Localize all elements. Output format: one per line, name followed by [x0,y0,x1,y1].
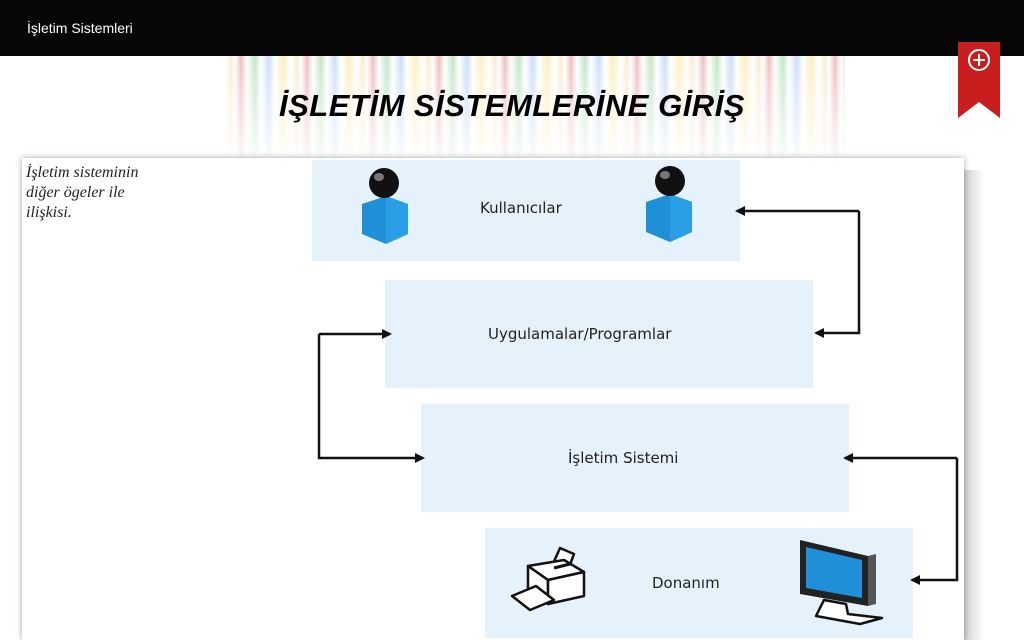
slide-title: İŞLETİM SİSTEMLERİNE GİRİŞ [279,88,745,123]
top-bar: İşletim Sistemleri [0,0,1024,56]
diagram-caption: İşletim sisteminin diğer ögeler ile iliş… [26,164,139,221]
user-icon [362,168,408,244]
apps-label: Uygulamalar/Programlar [488,325,672,343]
header-title: İşletim Sistemleri [27,20,133,36]
panel-shadow [964,170,984,640]
university-logo-ribbon [958,42,1000,118]
apps-layer-box [385,280,813,388]
os-label: İşletim Sistemi [568,449,679,467]
hardware-label: Donanım [652,574,720,592]
decorative-stripes [225,56,845,160]
users-label: Kullanıcılar [480,199,562,217]
monitor-icon [800,540,884,626]
printer-icon [510,546,586,612]
os-layer-box [421,404,849,512]
user-icon [646,166,692,242]
